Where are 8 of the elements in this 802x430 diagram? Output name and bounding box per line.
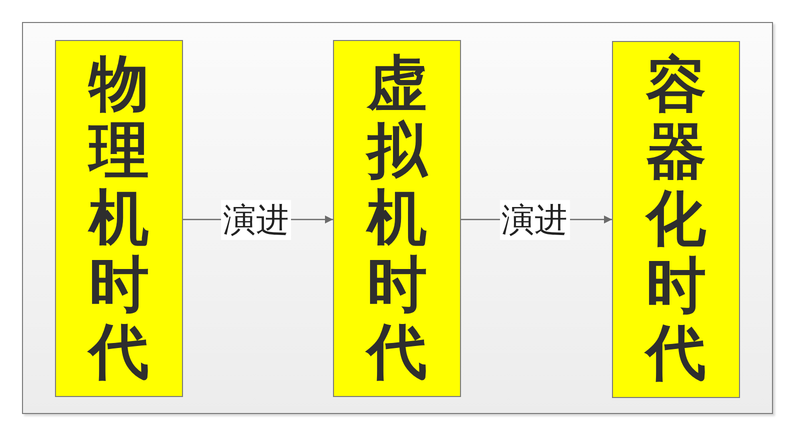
era-label: 虚拟机时代 xyxy=(367,50,427,386)
edge-label: 演进 xyxy=(500,200,570,240)
stage-box xyxy=(55,40,183,397)
stage-box xyxy=(333,40,461,397)
edge-label: 演进 xyxy=(221,200,291,240)
era-label: 物理机时代 xyxy=(89,50,149,386)
era-label: 容器化时代 xyxy=(646,52,706,388)
stage-box xyxy=(612,41,740,398)
